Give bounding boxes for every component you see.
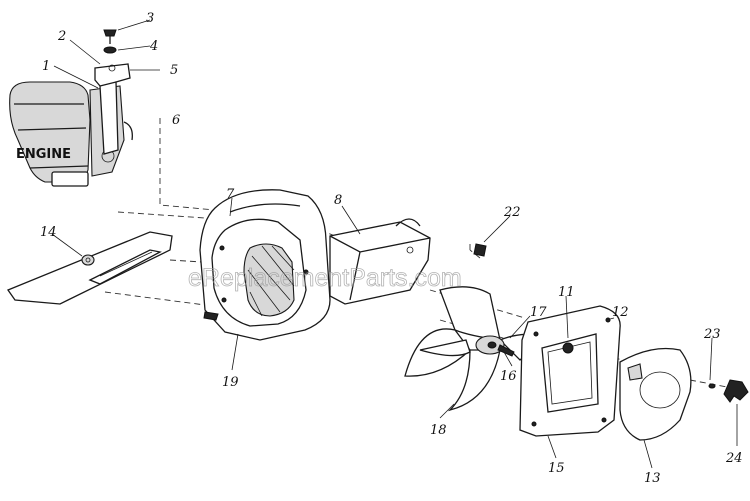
part-number-1: 1: [42, 59, 50, 74]
part-number-2: 2: [57, 29, 66, 44]
part-number-11: 11: [558, 285, 575, 300]
front-cover: [619, 347, 692, 441]
impeller-fan: [404, 286, 547, 412]
part-number-18: 18: [430, 423, 447, 438]
part-number-5: 5: [170, 63, 178, 78]
part-number-19: 19: [222, 375, 239, 390]
part-number-7: 7: [226, 187, 235, 202]
part-number-3: 3: [146, 11, 154, 26]
part-number-6: 6: [172, 113, 180, 128]
part-number-15: 15: [548, 461, 565, 476]
washer-23: [708, 383, 716, 389]
part-number-23: 23: [703, 327, 721, 342]
part-number-14: 14: [40, 225, 57, 240]
bolt-16: [497, 344, 515, 357]
part-number-16: 16: [500, 369, 517, 384]
knob-24: [723, 379, 749, 403]
discharge-chute: [329, 218, 431, 305]
blower-housing: [199, 189, 331, 341]
back-plate: [519, 305, 621, 437]
washer-4: [103, 46, 117, 54]
part-number-24: 24: [725, 451, 743, 466]
part-number-12: 12: [612, 305, 629, 320]
mounting-bracket: [94, 63, 131, 155]
bolt-3: [103, 29, 117, 44]
watermark: eReplacementParts.com: [188, 264, 462, 292]
engine-label: ENGINE: [16, 147, 71, 162]
nut-14: [81, 254, 95, 266]
part-number-22: 22: [503, 205, 521, 220]
part-number-17: 17: [530, 305, 547, 320]
base-plate: [7, 231, 173, 305]
part-number-4: 4: [149, 39, 158, 54]
bolt-22: [473, 243, 487, 257]
part-number-8: 8: [334, 193, 342, 208]
callout-lines: [51, 19, 738, 469]
part-number-13: 13: [644, 471, 661, 486]
